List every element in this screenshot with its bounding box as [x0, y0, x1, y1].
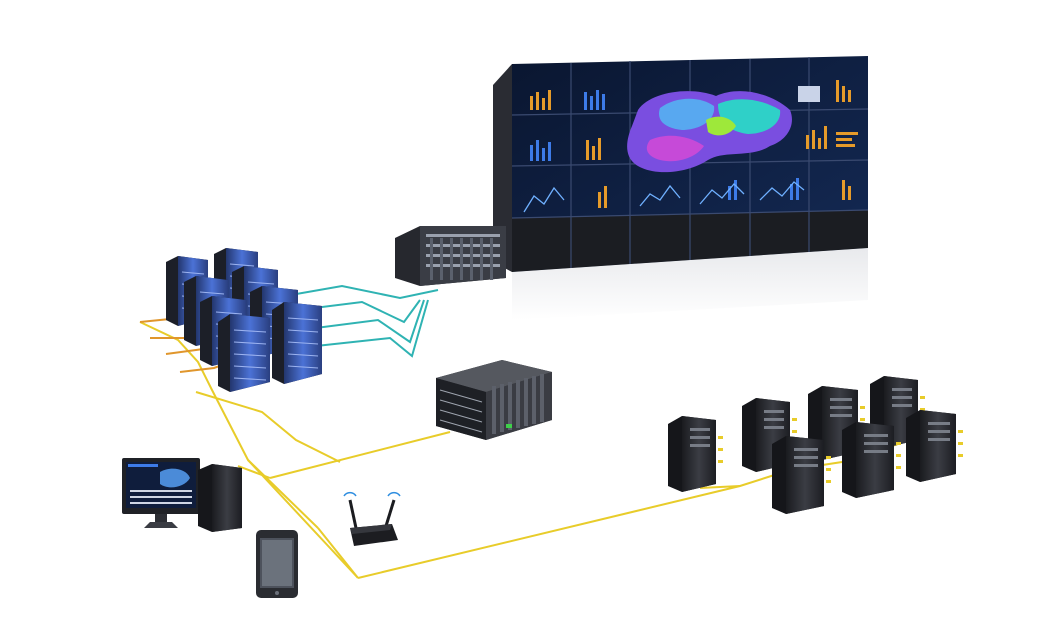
wifi-router-icon [343, 491, 401, 546]
link-server-a [699, 485, 741, 489]
link-tablet [247, 459, 319, 529]
black-server-5 [772, 436, 831, 514]
link-blade [269, 431, 451, 479]
link-cyan-3 [299, 299, 425, 344]
blue-server-8 [272, 302, 322, 384]
wall-bar-charts [530, 80, 858, 208]
link-cyan-4 [315, 299, 429, 358]
tablet-icon [256, 530, 298, 598]
blue-server-7 [218, 314, 270, 392]
link-wifi [317, 527, 359, 579]
wall-line-charts [523, 181, 805, 213]
black-server-1 [668, 416, 723, 492]
black-server-6 [842, 422, 901, 498]
blade-chassis-icon [436, 360, 552, 440]
black-server-7 [906, 410, 963, 482]
link-to-blade [195, 391, 341, 463]
link-cyan-1 [261, 284, 439, 301]
video-wall-icon [493, 56, 869, 320]
workstation-icon [122, 458, 242, 532]
blue-server-cluster-icon [166, 248, 322, 392]
black-server-cluster-icon [668, 376, 963, 514]
wall-map-graphic [627, 91, 792, 173]
controller-rack-icon [395, 226, 506, 286]
